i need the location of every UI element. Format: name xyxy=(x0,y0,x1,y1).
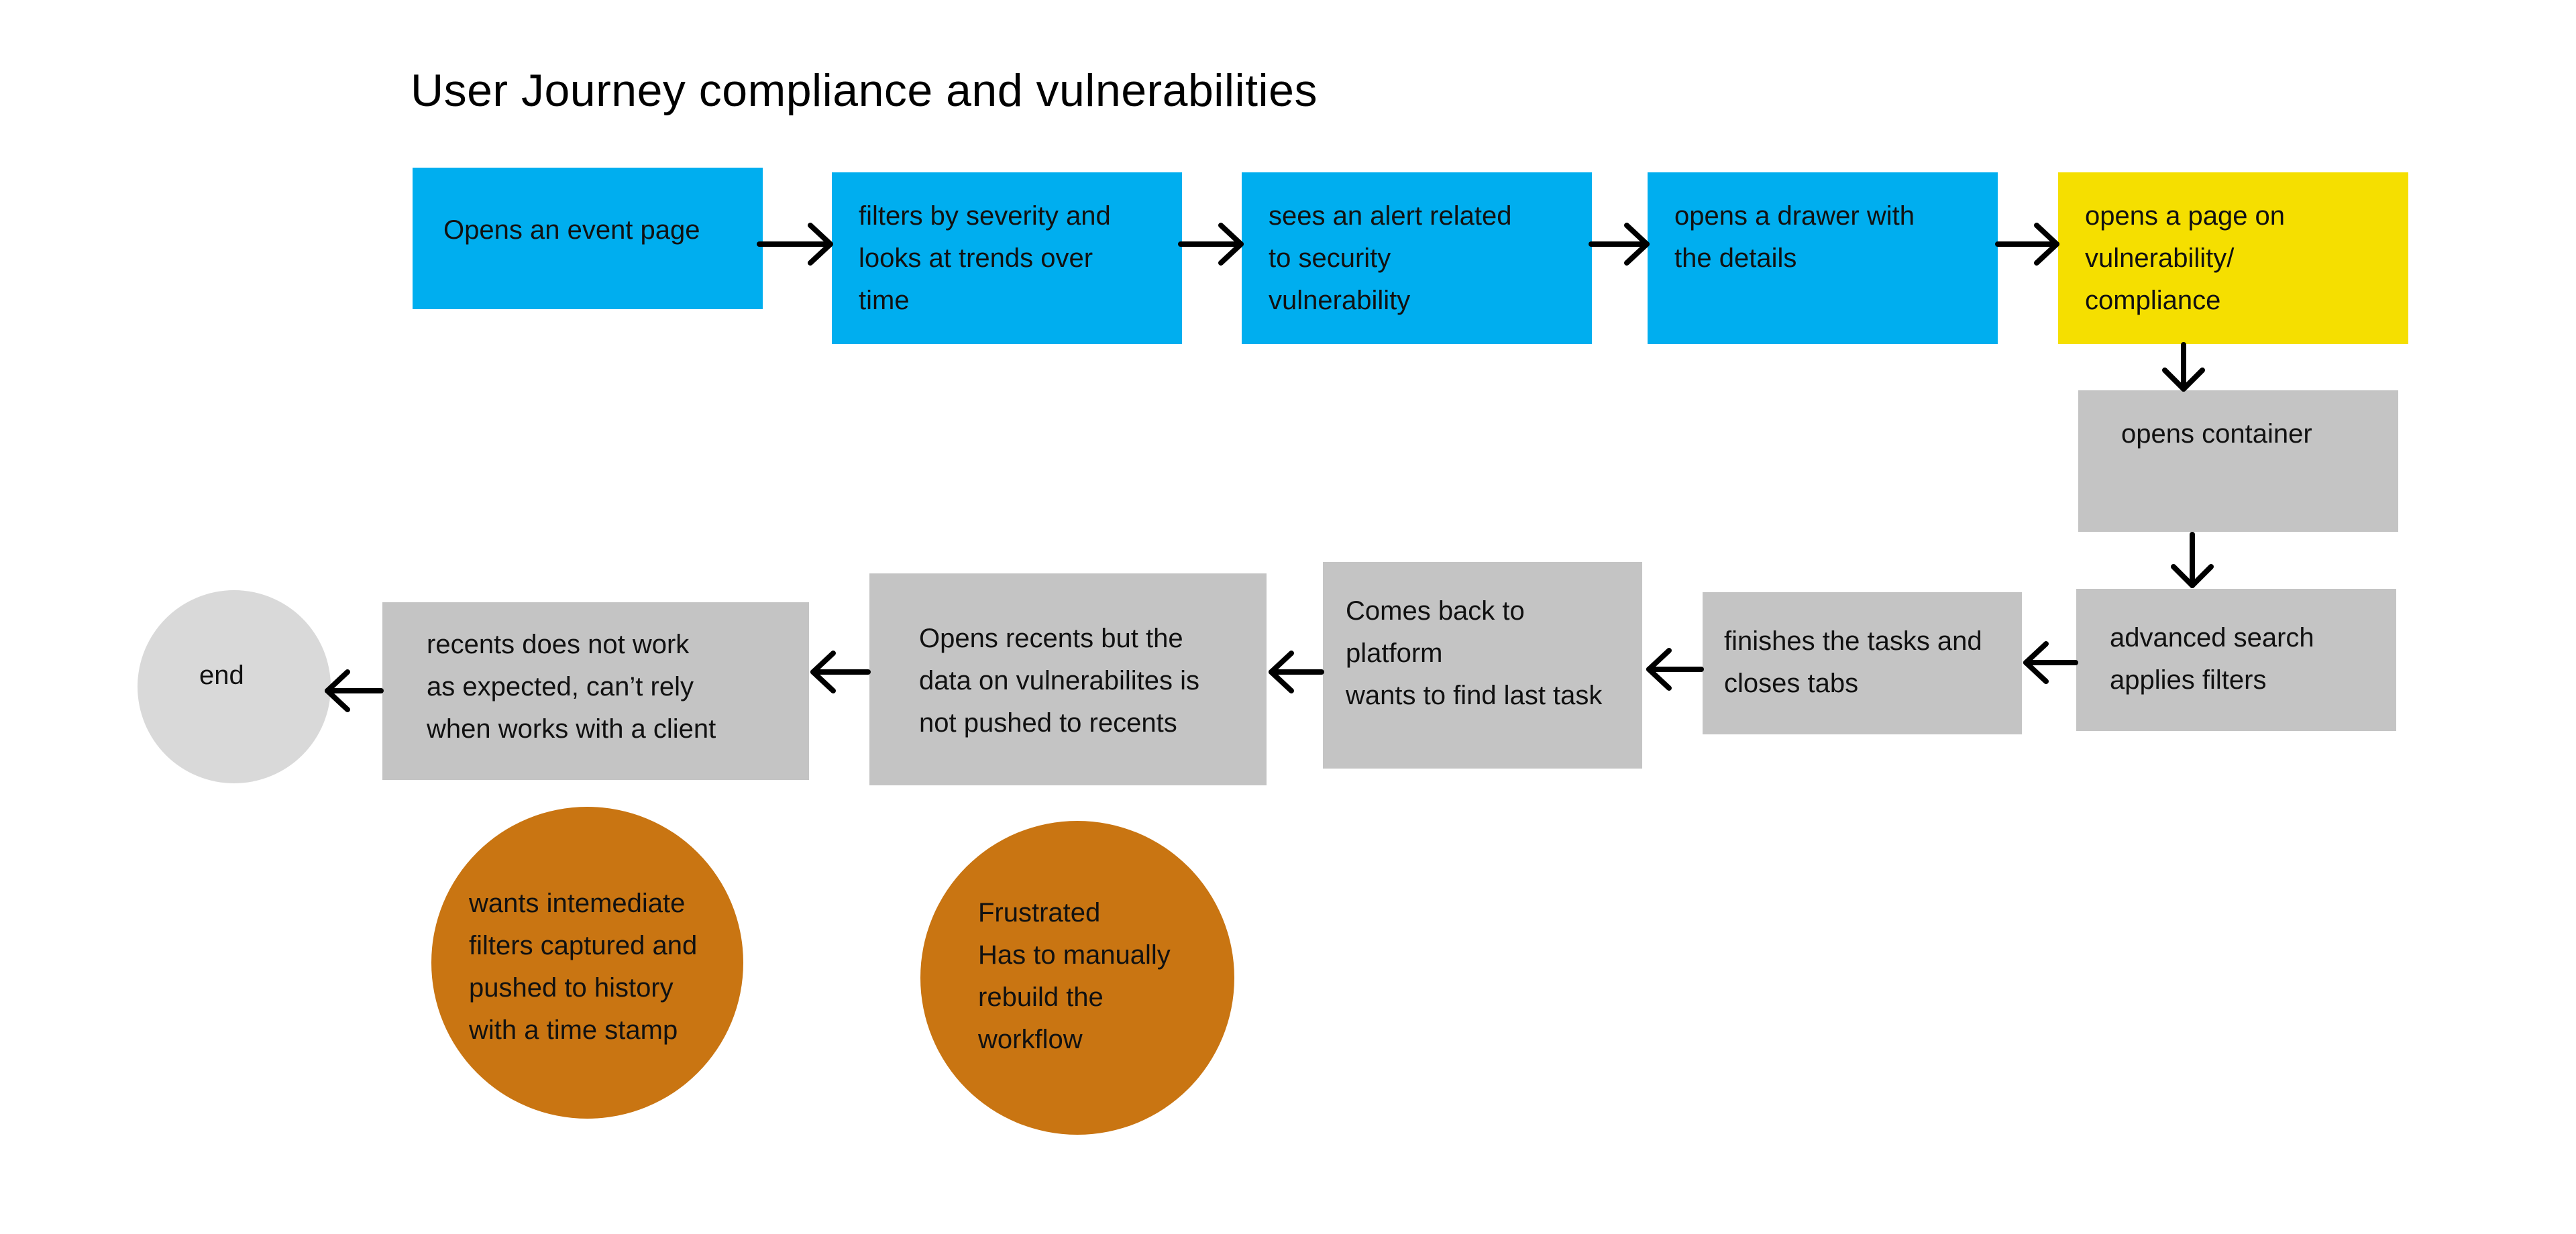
diagram-title: User Journey compliance and vulnerabilit… xyxy=(411,65,1318,116)
step-label: opens a page on vulnerability/ complianc… xyxy=(2085,201,2286,315)
end-label: end xyxy=(199,661,244,690)
arrow-left-icon xyxy=(810,651,871,693)
arrow-left-icon xyxy=(325,669,384,712)
step-finishes-tasks: finishes the tasks and closes tabs xyxy=(1703,592,2022,734)
step-opens-vulnerability-page: opens a page on vulnerability/ complianc… xyxy=(2058,172,2408,344)
step-opens-container: opens container xyxy=(2078,390,2398,532)
step-opens-recents: Opens recents but the data on vulnerabil… xyxy=(869,573,1267,785)
step-label: Opens recents but the data on vulnerabil… xyxy=(919,624,1200,738)
step-label: finishes the tasks and closes tabs xyxy=(1724,626,1982,698)
arrow-left-icon xyxy=(2023,641,2078,684)
step-label: filters by severity and looks at trends … xyxy=(859,201,1111,315)
arrow-right-icon xyxy=(1178,223,1244,266)
step-advanced-search: advanced search applies filters xyxy=(2076,589,2396,731)
step-opens-drawer: opens a drawer with the details xyxy=(1648,172,1998,344)
step-comes-back: Comes back to platform wants to find las… xyxy=(1323,562,1642,769)
arrow-down-icon xyxy=(2162,342,2205,392)
arrow-down-icon xyxy=(2171,532,2214,588)
arrow-right-icon xyxy=(1589,223,1650,266)
step-recents-not-working: recents does not work as expected, can’t… xyxy=(382,602,809,780)
arrow-left-icon xyxy=(1646,648,1704,691)
step-label: sees an alert related to security vulner… xyxy=(1269,201,1512,315)
step-label: Opens an event page xyxy=(443,215,700,245)
arrow-right-icon xyxy=(1995,223,2059,266)
step-label: opens container xyxy=(2121,419,2312,449)
step-label: recents does not work as expected, can’t… xyxy=(427,630,716,744)
step-label: opens a drawer with the details xyxy=(1674,201,1915,273)
arrow-left-icon xyxy=(1269,651,1324,693)
step-sees-alert: sees an alert related to security vulner… xyxy=(1242,172,1592,344)
note-label: wants intemediate filters captured and p… xyxy=(469,889,698,1045)
step-label: Comes back to platform wants to find las… xyxy=(1346,596,1603,710)
step-label: advanced search applies filters xyxy=(2110,623,2314,695)
arrow-right-icon xyxy=(757,223,833,266)
note-label: Frustrated Has to manually rebuild the w… xyxy=(978,898,1171,1054)
end-node: end xyxy=(138,590,331,783)
step-opens-event-page: Opens an event page xyxy=(413,168,763,309)
note-wants-filters-captured: wants intemediate filters captured and p… xyxy=(431,807,743,1119)
note-frustrated: Frustrated Has to manually rebuild the w… xyxy=(920,821,1234,1135)
step-filters-by-severity: filters by severity and looks at trends … xyxy=(832,172,1182,344)
